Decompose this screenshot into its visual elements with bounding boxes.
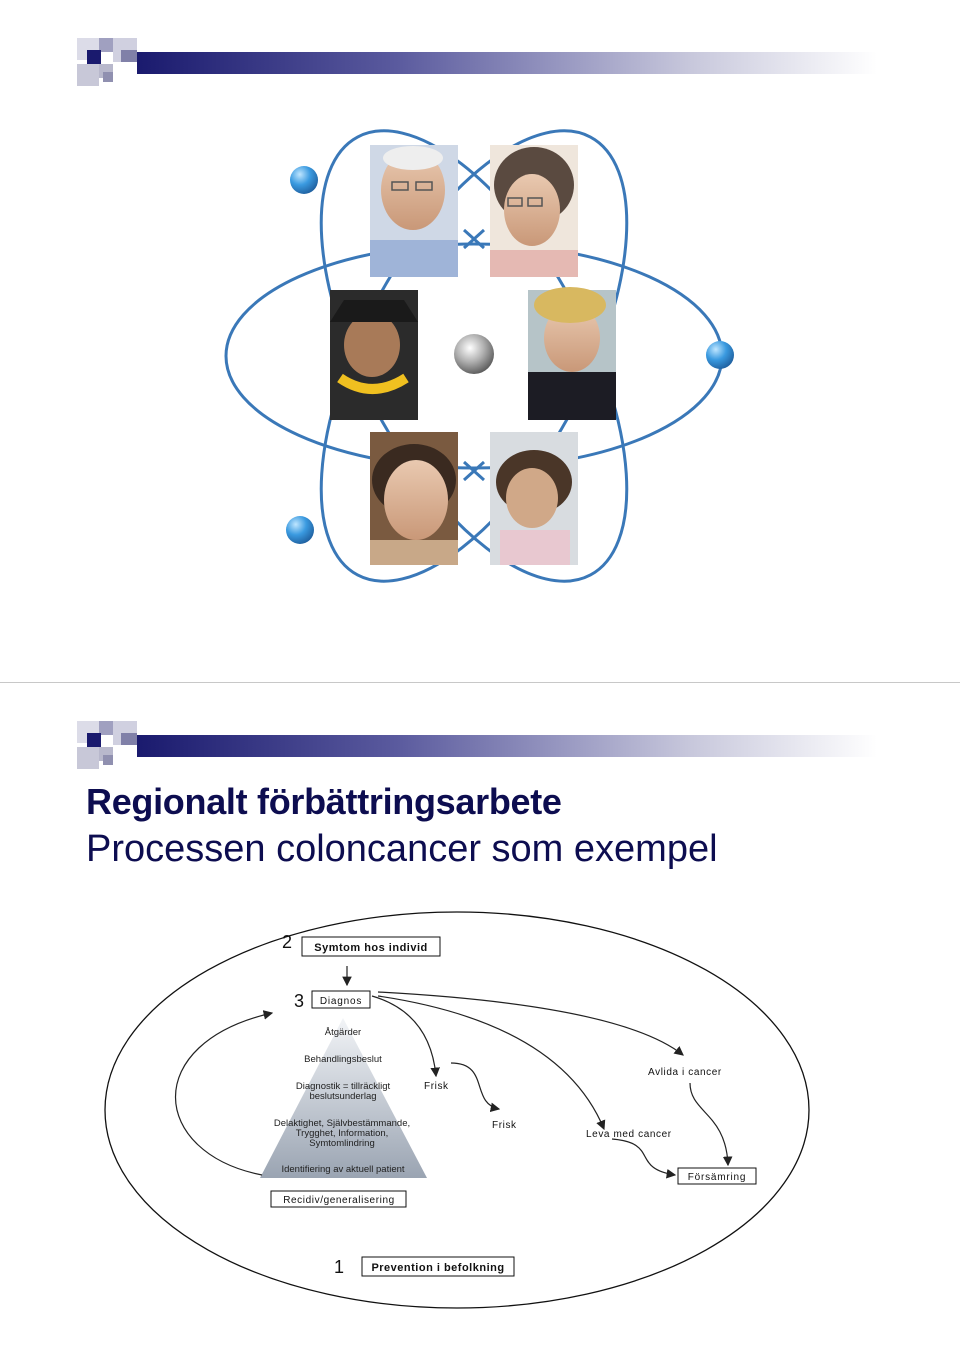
pyramid-level-4-line-1: Delaktighet, Självbestämmande, bbox=[274, 1118, 410, 1129]
photo-woman-with-lei bbox=[330, 290, 418, 420]
slide-header-bar bbox=[77, 38, 877, 86]
cross-marks bbox=[462, 228, 486, 482]
arrow-diagnosis-to-avlida bbox=[377, 991, 684, 1056]
slide-title: Regionalt förbättringsarbete bbox=[86, 781, 562, 822]
atom-people-illustration bbox=[224, 129, 734, 583]
photo-elderly-man bbox=[370, 145, 458, 277]
step3-box bbox=[311, 990, 371, 1009]
slide-2: Regionalt förbättringsarbete Processen c… bbox=[0, 683, 960, 1367]
pyramid-level-2: Behandlingsbeslut bbox=[304, 1054, 382, 1065]
slide-divider bbox=[0, 682, 960, 683]
electron-bottom-left bbox=[286, 516, 314, 544]
avlida-label: Avlida i cancer bbox=[648, 1067, 722, 1078]
slide-header-bar bbox=[77, 721, 877, 769]
frisk-label-1: Frisk bbox=[424, 1081, 449, 1092]
leva-label: Leva med cancer bbox=[586, 1129, 672, 1140]
arrow-diagnosis-to-frisk bbox=[371, 995, 440, 1078]
slide-subtitle: Processen coloncancer som exempel bbox=[86, 828, 718, 870]
step3-label: Diagnos bbox=[320, 996, 362, 1007]
arrow-leva-to-forsamring bbox=[611, 1138, 677, 1179]
arrow-diagnosis-to-leva bbox=[377, 995, 606, 1131]
pyramid-level-4-line-3: Symtomlindring bbox=[309, 1138, 374, 1149]
photo-elderly-woman bbox=[490, 145, 578, 277]
pyramid-shape bbox=[260, 1018, 427, 1178]
nucleus bbox=[454, 334, 494, 374]
photo-child bbox=[490, 432, 578, 565]
recidiv-box bbox=[270, 1190, 407, 1208]
pyramid-level-3-line-1: Diagnostik = tillräckligt bbox=[296, 1081, 391, 1092]
frisk-label-2: Frisk bbox=[492, 1120, 517, 1131]
step2-label: Symtom hos individ bbox=[314, 942, 428, 954]
recidiv-label: Recidiv/generalisering bbox=[283, 1195, 395, 1206]
photo-smiling-woman bbox=[370, 432, 458, 565]
step3-number: 3 bbox=[294, 991, 304, 1011]
slide-1 bbox=[0, 0, 960, 682]
pyramid-level-1: Åtgärder bbox=[325, 1027, 361, 1038]
electron-right bbox=[706, 341, 734, 369]
step1-box bbox=[361, 1256, 515, 1277]
outer-cycle-ellipse bbox=[104, 911, 810, 1309]
pyramid-level-4-line-2: Trygghet, Information, bbox=[296, 1128, 389, 1139]
step2-number: 2 bbox=[282, 932, 292, 952]
electron-top-left bbox=[290, 166, 318, 194]
forsamring-label: Försämring bbox=[688, 1172, 747, 1183]
arrow-avlida-to-forsamring bbox=[689, 1082, 733, 1167]
forsamring-box bbox=[677, 1167, 757, 1185]
step1-label: Prevention i befolkning bbox=[371, 1262, 504, 1274]
pyramid-level-3-line-2: beslutsunderlag bbox=[309, 1091, 376, 1102]
photo-young-man bbox=[528, 287, 616, 420]
pyramid-level-5: Identifiering av aktuell patient bbox=[281, 1164, 404, 1175]
step2-box bbox=[301, 936, 441, 957]
colon-cancer-process-diagram: 2 Symtom hos individ 3 Diagnos Åtgärder … bbox=[104, 911, 810, 1309]
arrow-frisk-to-frisk bbox=[450, 1062, 501, 1112]
step1-number: 1 bbox=[334, 1257, 344, 1277]
arrow-recidiv-loop bbox=[175, 1010, 274, 1176]
